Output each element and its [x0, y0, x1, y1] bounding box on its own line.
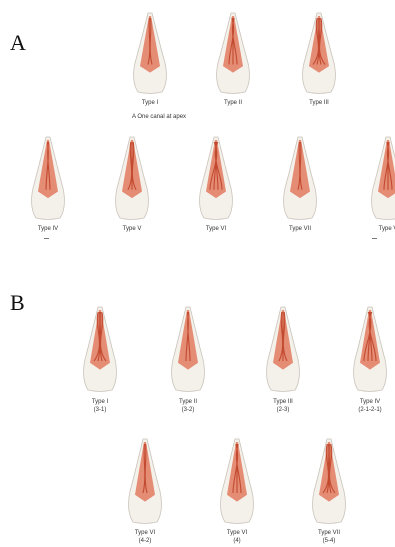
caption-b-type-6: Type VI (4)	[212, 529, 262, 545]
caption-b-type-3: Type III (2-3)	[258, 398, 308, 414]
caption-b-type-5: Type VI (4-2)	[120, 529, 170, 545]
tooth-svg	[125, 438, 165, 524]
caption-code: (5-4)	[323, 538, 336, 544]
caption-label: Type VI	[227, 530, 247, 536]
caption-b-type-4: Type IV (2-1-2-1)	[345, 398, 395, 414]
tooth-a-3	[299, 12, 339, 94]
caption-code: (4)	[233, 538, 240, 544]
caption-label: Type III	[273, 399, 293, 405]
tooth-svg	[309, 438, 349, 524]
tooth-svg	[280, 136, 320, 220]
caption-b-type-7: Type VII (5-4)	[304, 529, 354, 545]
caption-a-type-6: Type VI	[196, 225, 236, 233]
tooth-svg	[263, 306, 303, 392]
tooth-svg	[28, 136, 68, 220]
panel-b-letter: B	[10, 290, 25, 316]
tooth-b-2	[168, 306, 208, 392]
tooth-svg	[350, 306, 390, 392]
tooth-a-7	[280, 136, 320, 220]
tooth-b-5	[125, 438, 165, 524]
tooth-svg	[299, 12, 339, 94]
caption-code: (2-3)	[277, 407, 290, 413]
tooth-b-6	[217, 438, 257, 524]
tooth-a-6	[196, 136, 236, 220]
tooth-svg	[368, 136, 395, 220]
caption-code: (3-1)	[94, 407, 107, 413]
tooth-a-5	[112, 136, 152, 220]
tick-mark	[44, 238, 49, 239]
caption-label: Type VI	[135, 530, 155, 536]
caption-a-type-2: Type II	[213, 99, 253, 107]
tooth-a-2	[213, 12, 253, 94]
tooth-svg	[112, 136, 152, 220]
caption-label: Type II	[179, 399, 197, 405]
panel-a-letter: A	[10, 30, 26, 56]
tooth-svg	[168, 306, 208, 392]
caption-a-type-4: Type IV	[28, 225, 68, 233]
caption-label: Type I	[92, 399, 108, 405]
panel-a-subtitle: A One canal at apex	[132, 114, 186, 120]
caption-code: (4-2)	[139, 538, 152, 544]
tooth-svg	[130, 12, 170, 94]
caption-code: (3-2)	[182, 407, 195, 413]
caption-a-type-8: Type V	[368, 225, 395, 233]
caption-code: (2-1-2-1)	[358, 407, 381, 413]
tooth-svg	[213, 12, 253, 94]
caption-b-type-2: Type II (3-2)	[163, 398, 213, 414]
caption-label: Type VII	[318, 530, 340, 536]
tooth-b-4	[350, 306, 390, 392]
tooth-a-1	[130, 12, 170, 94]
tooth-svg	[80, 306, 120, 392]
tooth-b-3	[263, 306, 303, 392]
caption-a-type-5: Type V	[112, 225, 152, 233]
caption-label: Type IV	[360, 399, 380, 405]
tooth-svg	[217, 438, 257, 524]
caption-a-type-3: Type III	[299, 99, 339, 107]
caption-b-type-1: Type I (3-1)	[75, 398, 125, 414]
tooth-a-8	[368, 136, 395, 220]
caption-a-type-1: Type I	[130, 99, 170, 107]
tick-mark	[372, 238, 377, 239]
tooth-b-1	[80, 306, 120, 392]
tooth-b-7	[309, 438, 349, 524]
caption-a-type-7: Type VII	[280, 225, 320, 233]
tooth-a-4	[28, 136, 68, 220]
tooth-svg	[196, 136, 236, 220]
